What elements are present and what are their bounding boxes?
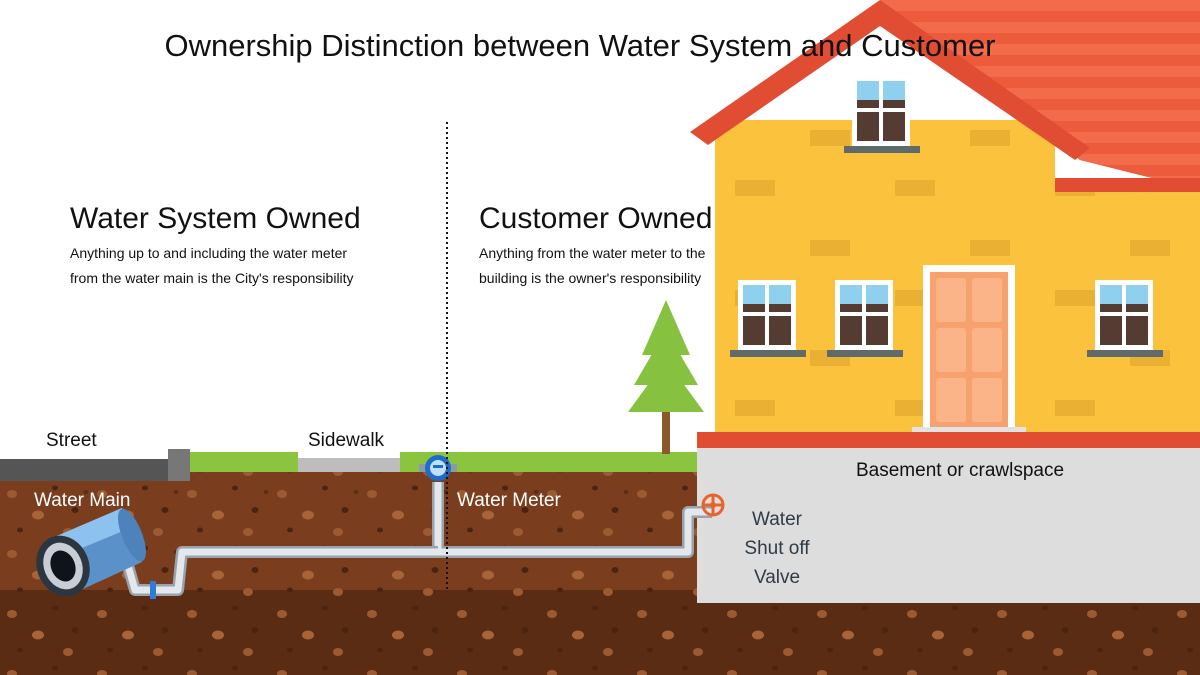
sidewalk-surface (298, 458, 400, 472)
basement-label: Basement or crawlspace (856, 460, 1065, 481)
main-connection-pipe (119, 546, 438, 599)
curb (168, 449, 190, 481)
basement-box (697, 448, 1200, 603)
water-main-label: Water Main (34, 490, 131, 511)
sidewalk-label: Sidewalk (308, 430, 385, 451)
shutoff-label-line1: Water (752, 509, 802, 530)
house-foundation-trim (697, 432, 1200, 448)
shutoff-label-line3: Valve (753, 567, 801, 588)
street-label: Street (46, 430, 97, 451)
water-system-heading: Water System Owned (70, 202, 361, 235)
door-icon (923, 265, 1015, 427)
customer-heading: Customer Owned (479, 202, 713, 235)
door-step (912, 427, 1026, 435)
window-icon (730, 280, 806, 357)
tree-icon (628, 300, 704, 454)
grass-strip-right (400, 452, 700, 472)
window-icon (844, 76, 920, 153)
water-system-description: Anything up to and including the water m… (70, 245, 354, 286)
street-surface (0, 459, 168, 481)
grass-strip-left (190, 452, 298, 472)
service-pipe (432, 482, 712, 558)
house-illustration (690, 0, 1200, 448)
shutoff-valve-icon (701, 493, 725, 517)
customer-description: Anything from the water meter to the bui… (479, 245, 706, 286)
water-meter-icon (419, 455, 457, 481)
page-title: Ownership Distinction between Water Syst… (164, 28, 996, 63)
shutoff-label-line2: Shut off (744, 538, 810, 559)
water-main-pipe (36, 508, 146, 597)
water-meter-label: Water Meter (457, 490, 561, 511)
window-icon (827, 280, 903, 357)
window-icon (1087, 280, 1163, 357)
